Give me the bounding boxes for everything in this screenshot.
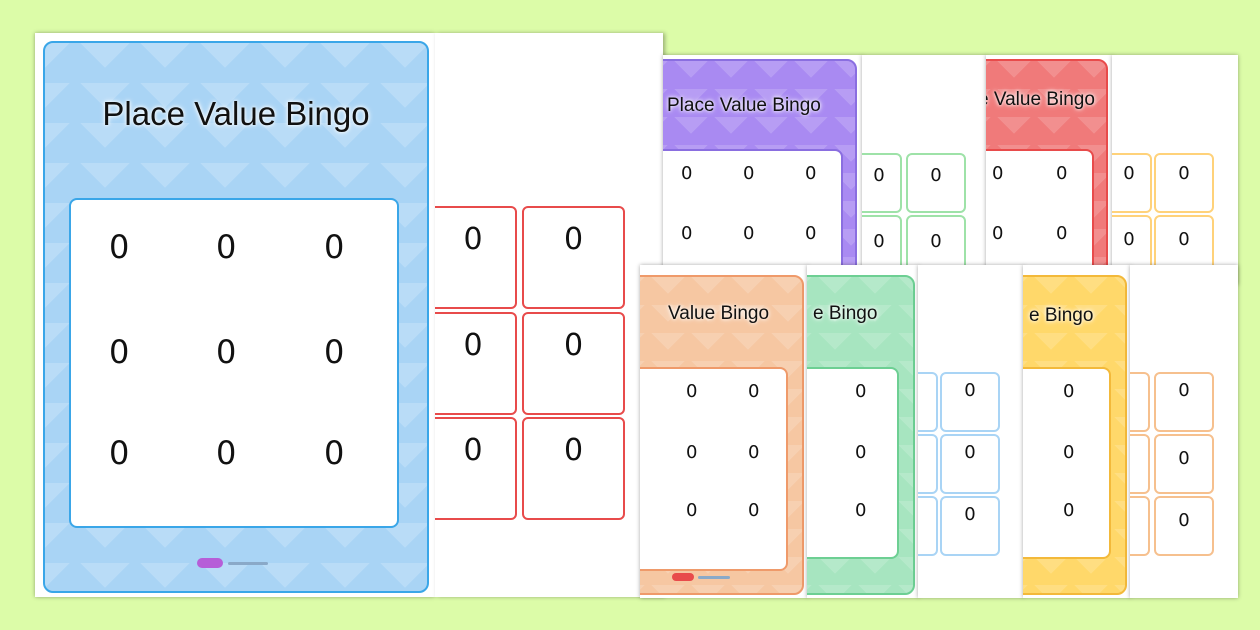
- grid-cell: 0: [216, 434, 237, 472]
- board-sheet-yellow: e Bingo 0 0 0: [1023, 265, 1131, 598]
- calling-card: [918, 496, 938, 556]
- grid-cell: 0: [109, 333, 130, 371]
- calling-card: 0: [940, 496, 1000, 556]
- bingo-board-yellow: e Bingo 0 0 0: [1023, 275, 1127, 595]
- bingo-grid: 0 0 0: [1023, 367, 1111, 559]
- bingo-grid: 0 0 0 0: [986, 149, 1094, 285]
- bingo-board-blue: Place Value Bingo 0 0 0 0 0 0 0 0 0: [43, 41, 429, 593]
- grid-cell: 0: [216, 333, 237, 371]
- calling-cards-sheet-yellow: 0 0 0 0: [1112, 55, 1238, 285]
- bingo-board-orange: Value Bingo 0 0 0 0 0 0: [640, 275, 804, 595]
- calling-card: [1130, 372, 1150, 432]
- calling-card: 0: [522, 417, 625, 520]
- calling-card: 0: [1154, 434, 1214, 494]
- calling-card: 0: [1154, 372, 1214, 432]
- board-title: Place Value Bingo: [667, 95, 821, 116]
- board-sheet-red: e Value Bingo 0 0 0 0: [986, 55, 1113, 285]
- bingo-board-purple: Place Value Bingo 0 0 0 0 0 0: [663, 59, 857, 285]
- calling-card: 0: [1112, 153, 1152, 213]
- board-title: Value Bingo: [668, 303, 770, 324]
- calling-card: 0: [940, 372, 1000, 432]
- bingo-grid: 0 0 0 0 0 0: [663, 149, 843, 285]
- grid-cell: 0: [109, 228, 130, 266]
- brand-url: [698, 576, 730, 579]
- calling-card: [1130, 434, 1150, 494]
- board-title: e Value Bingo: [986, 89, 1095, 110]
- calling-cards-sheet-red: 0 0 0 0 0 0: [435, 33, 663, 597]
- calling-card: [918, 434, 938, 494]
- bingo-board-red: e Value Bingo 0 0 0 0: [986, 59, 1108, 285]
- grid-cell: 0: [324, 228, 345, 266]
- calling-card: 0: [1154, 496, 1214, 556]
- calling-card: 0: [435, 206, 517, 309]
- board-sheet-purple: Place Value Bingo 0 0 0 0 0 0: [663, 55, 863, 285]
- brand-url: [228, 562, 268, 565]
- board-sheet-blue: Place Value Bingo 0 0 0 0 0 0 0 0 0: [35, 33, 435, 597]
- bingo-grid: 0 0 0 0 0 0 0 0 0: [69, 198, 399, 528]
- calling-card: 0: [522, 312, 625, 415]
- brand-logo: [197, 558, 223, 568]
- bingo-grid: 0 0 0 0 0 0: [640, 367, 788, 571]
- calling-card: 0: [435, 417, 517, 520]
- calling-card: 0: [862, 153, 902, 213]
- grid-cell: 0: [324, 434, 345, 472]
- board-title: e Bingo: [813, 303, 878, 324]
- grid-cell: 0: [109, 434, 130, 472]
- calling-card: [1130, 496, 1150, 556]
- board-sheet-orange: Value Bingo 0 0 0 0 0 0: [640, 265, 808, 598]
- board-title: e Bingo: [1029, 305, 1094, 326]
- grid-cell: 0: [216, 228, 237, 266]
- calling-card: 0: [906, 153, 966, 213]
- board-title: Place Value Bingo: [102, 95, 370, 132]
- calling-card: 0: [435, 312, 517, 415]
- board-sheet-green: e Bingo 0 0 0: [807, 265, 919, 598]
- bingo-grid: 0 0 0: [807, 367, 899, 559]
- brand-logo: [672, 573, 694, 581]
- calling-card: [918, 372, 938, 432]
- calling-cards-sheet-orange: 0 0 0: [1130, 265, 1238, 598]
- calling-card: 0: [940, 434, 1000, 494]
- calling-card: 0: [1154, 153, 1214, 213]
- calling-cards-sheet-blue: 0 0 0: [918, 265, 1024, 598]
- grid-cell: 0: [324, 333, 345, 371]
- bingo-board-green: e Bingo 0 0 0: [807, 275, 915, 595]
- calling-card: 0: [522, 206, 625, 309]
- calling-cards-sheet-green: 0 0 0 0: [862, 55, 987, 285]
